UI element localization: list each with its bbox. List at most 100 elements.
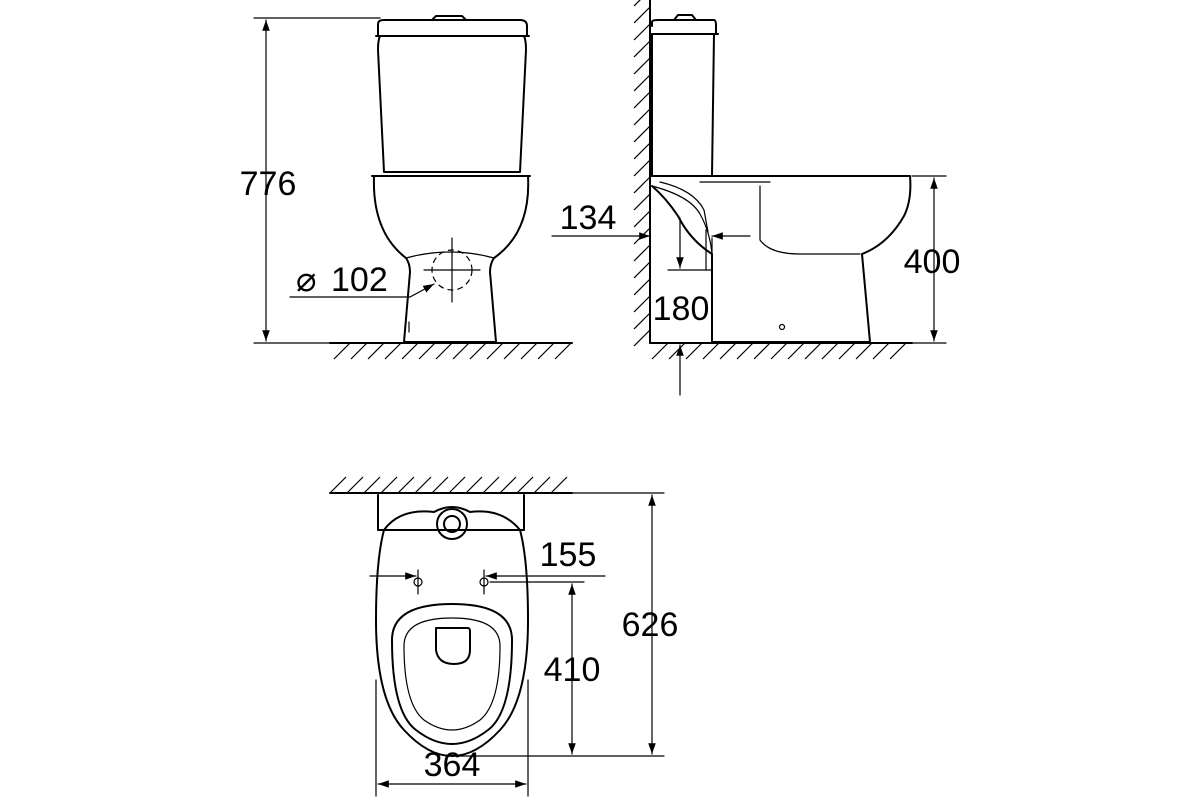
hatch-stroke xyxy=(465,476,483,494)
hatch-stroke xyxy=(633,278,651,296)
hatch-stroke xyxy=(770,342,788,360)
hatch-stroke xyxy=(469,342,487,360)
hatch-stroke xyxy=(702,342,720,360)
side-wall-hatch xyxy=(633,0,651,347)
dim-364-label: 364 xyxy=(424,746,481,784)
side-trapway-outer xyxy=(651,185,713,255)
top-cistern-lid xyxy=(383,506,521,531)
hatch-stroke xyxy=(350,342,368,360)
dim-776-label: 776 xyxy=(240,165,297,203)
hatch-stroke xyxy=(633,142,651,160)
hatch-stroke xyxy=(651,342,669,360)
hatch-stroke xyxy=(633,295,651,313)
hatch-stroke xyxy=(384,342,402,360)
side-cistern-body xyxy=(651,33,715,177)
hatch-stroke xyxy=(333,342,351,360)
top-cistern xyxy=(377,494,525,531)
side-bowl xyxy=(651,175,912,343)
hatch-stroke xyxy=(363,476,381,494)
hatch-stroke xyxy=(821,342,839,360)
hatch-stroke xyxy=(482,476,500,494)
hatch-stroke xyxy=(633,176,651,194)
front-floor-hatch xyxy=(333,342,572,360)
side-flush-button xyxy=(673,14,697,21)
top-seat-outer xyxy=(391,603,513,745)
top-flush-button-outer xyxy=(436,508,468,540)
hatch-stroke xyxy=(855,342,873,360)
hatch-stroke xyxy=(633,244,651,262)
hatch-stroke xyxy=(401,342,419,360)
top-bowl-outline xyxy=(375,529,529,757)
hatch-stroke xyxy=(633,91,651,109)
hatch-stroke xyxy=(486,342,504,360)
side-cistern-lid xyxy=(651,19,717,35)
hatch-stroke xyxy=(397,476,415,494)
hatch-stroke xyxy=(736,342,754,360)
hatch-stroke xyxy=(633,0,641,7)
hatch-stroke xyxy=(418,342,436,360)
dim-400-label: 400 xyxy=(904,243,961,281)
side-trapway-inner xyxy=(659,181,709,233)
top-bowl-opening xyxy=(435,627,471,665)
hatch-stroke xyxy=(499,476,517,494)
top-flush-button-inner xyxy=(443,515,461,533)
front-view: 776 ⌀ 102 xyxy=(240,15,573,360)
hatch-stroke xyxy=(533,476,551,494)
hatch-stroke xyxy=(435,342,453,360)
hatch-stroke xyxy=(889,342,907,360)
front-bowl-waist xyxy=(405,251,495,259)
front-cistern-body xyxy=(377,35,527,173)
hatch-stroke xyxy=(633,23,651,41)
hatch-stroke xyxy=(329,476,347,494)
hatch-stroke xyxy=(516,476,534,494)
hatch-stroke xyxy=(503,342,521,360)
dim-102-label: 102 xyxy=(331,261,388,299)
dim-102-symbol: ⌀ xyxy=(296,261,316,299)
hatch-stroke xyxy=(668,342,686,360)
front-flush-button xyxy=(431,15,467,21)
hatch-stroke xyxy=(633,312,651,330)
hatch-stroke xyxy=(804,342,822,360)
top-seat-inner xyxy=(403,617,501,731)
dim-180-label: 180 xyxy=(653,290,710,328)
hatch-stroke xyxy=(380,476,398,494)
hatch-stroke xyxy=(452,342,470,360)
dim-155-label: 155 xyxy=(540,536,597,574)
hatch-stroke xyxy=(719,342,737,360)
hatch-stroke xyxy=(633,210,651,228)
hatch-stroke xyxy=(633,159,651,177)
hatch-stroke xyxy=(414,476,432,494)
hatch-stroke xyxy=(633,261,651,279)
hatch-stroke xyxy=(633,40,651,58)
hatch-stroke xyxy=(633,125,651,143)
front-cistern-lid xyxy=(377,19,528,37)
dim-102-leader xyxy=(289,283,435,298)
side-view: 134 180 400 xyxy=(551,0,961,396)
top-view: 155 410 626 364 xyxy=(329,476,679,797)
side-floor-hatch xyxy=(651,342,907,360)
hatch-stroke xyxy=(367,342,385,360)
hatch-stroke xyxy=(554,342,572,360)
side-bowl-interior xyxy=(759,185,861,255)
hatch-stroke xyxy=(431,476,449,494)
hatch-stroke xyxy=(520,342,538,360)
side-fixing-hole xyxy=(778,323,786,331)
hatch-stroke xyxy=(872,342,890,360)
hatch-stroke xyxy=(346,476,364,494)
dim-410-label: 410 xyxy=(544,651,601,689)
hatch-stroke xyxy=(753,342,771,360)
hatch-stroke xyxy=(787,342,805,360)
dim-134-label: 134 xyxy=(560,199,617,237)
hatch-stroke xyxy=(448,476,466,494)
dim-626-label: 626 xyxy=(622,606,679,644)
hatch-stroke xyxy=(685,342,703,360)
hatch-stroke xyxy=(537,342,555,360)
hatch-stroke xyxy=(633,57,651,75)
hatch-stroke xyxy=(633,108,651,126)
hatch-stroke xyxy=(633,329,651,347)
hatch-stroke xyxy=(633,193,651,211)
front-bowl xyxy=(372,175,530,343)
hatch-stroke xyxy=(838,342,856,360)
hatch-stroke xyxy=(633,6,651,24)
